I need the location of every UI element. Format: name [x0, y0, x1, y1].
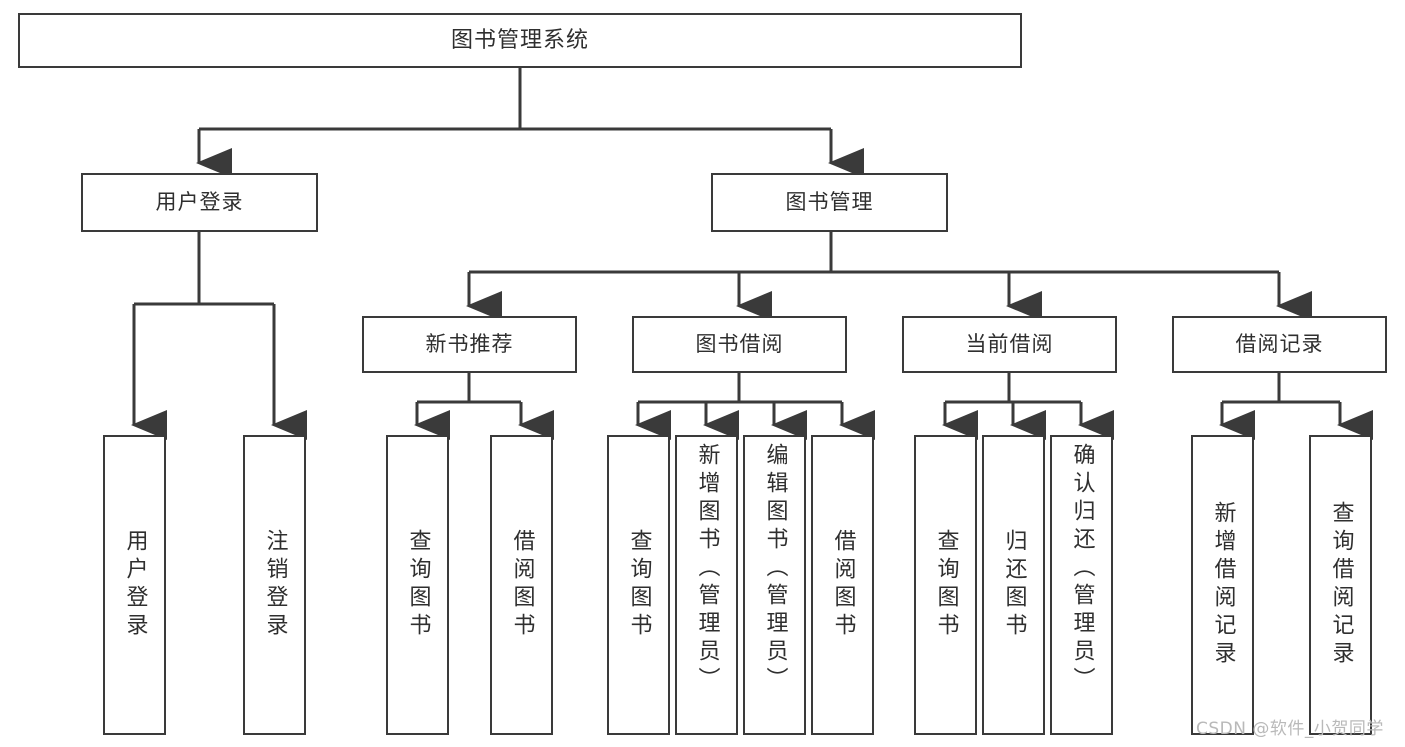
- leaf-current-return-book[interactable]: 归还图书: [982, 435, 1045, 735]
- node-label: 新书推荐: [425, 332, 514, 357]
- leaf-current-query-book[interactable]: 查询图书: [914, 435, 977, 735]
- leaf-record-add-record[interactable]: 新增借阅记录: [1191, 435, 1254, 735]
- node-user-login[interactable]: 用户登录: [81, 173, 318, 232]
- leaf-borrow-edit-book-admin[interactable]: 编辑图书（管理员）: [743, 435, 806, 735]
- leaf-label: 借阅图书: [509, 529, 535, 641]
- leaf-label: 用户登录: [122, 529, 148, 641]
- leaf-label: 新增图书（管理员）: [694, 443, 720, 695]
- leaf-label: 查询图书: [405, 529, 431, 641]
- leaf-label: 确认归还（管理员）: [1069, 443, 1095, 695]
- node-label: 用户登录: [155, 190, 244, 215]
- leaf-new-book-borrow[interactable]: 借阅图书: [490, 435, 553, 735]
- node-new-book-recommend[interactable]: 新书推荐: [362, 316, 577, 373]
- leaf-label: 查询图书: [626, 529, 652, 641]
- leaf-borrow-add-book-admin[interactable]: 新增图书（管理员）: [675, 435, 738, 735]
- leaf-label: 借阅图书: [830, 529, 856, 641]
- node-label: 图书管理: [785, 190, 874, 215]
- leaf-label: 编辑图书（管理员）: [762, 443, 788, 695]
- leaf-user-login-signin[interactable]: 用户登录: [103, 435, 166, 735]
- node-root-system[interactable]: 图书管理系统: [18, 13, 1022, 68]
- leaf-label: 新增借阅记录: [1210, 501, 1236, 669]
- leaf-borrow-borrow-book[interactable]: 借阅图书: [811, 435, 874, 735]
- leaf-label: 查询借阅记录: [1328, 501, 1354, 669]
- leaf-borrow-query-book[interactable]: 查询图书: [607, 435, 670, 735]
- leaf-label: 注销登录: [262, 529, 288, 641]
- leaf-label: 查询图书: [933, 529, 959, 641]
- node-book-borrow[interactable]: 图书借阅: [632, 316, 847, 373]
- leaf-record-query-record[interactable]: 查询借阅记录: [1309, 435, 1372, 735]
- node-label: 图书借阅: [695, 332, 784, 357]
- node-label: 当前借阅: [965, 332, 1054, 357]
- leaf-current-confirm-return-admin[interactable]: 确认归还（管理员）: [1050, 435, 1113, 735]
- node-book-management[interactable]: 图书管理: [711, 173, 948, 232]
- node-label: 图书管理系统: [450, 27, 589, 53]
- node-label: 借阅记录: [1235, 332, 1324, 357]
- leaf-new-book-query[interactable]: 查询图书: [386, 435, 449, 735]
- csdn-watermark: CSDN @软件_小贺同学: [1196, 719, 1384, 739]
- leaf-user-login-signout[interactable]: 注销登录: [243, 435, 306, 735]
- leaf-label: 归还图书: [1001, 529, 1027, 641]
- node-borrow-record[interactable]: 借阅记录: [1172, 316, 1387, 373]
- node-current-borrow[interactable]: 当前借阅: [902, 316, 1117, 373]
